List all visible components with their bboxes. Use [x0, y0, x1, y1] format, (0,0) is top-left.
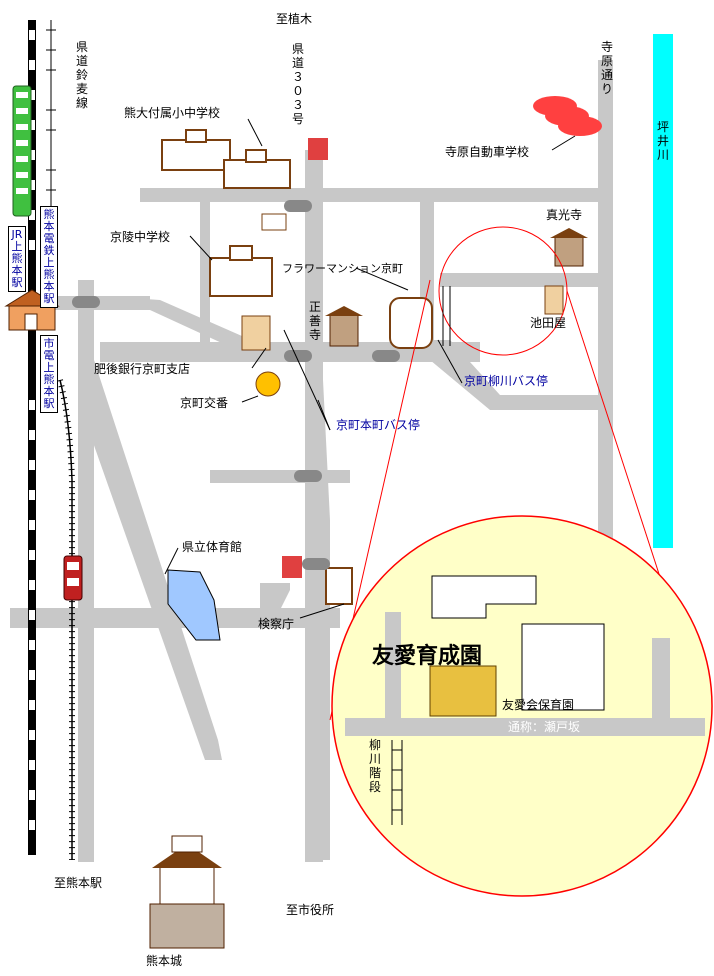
label-higo-bank: 肥後銀行京町支店 [94, 362, 191, 376]
steps-icon [391, 740, 403, 825]
label-prosecutors: 検察庁 [258, 617, 295, 631]
flower-mansion-icon [389, 297, 433, 349]
inset-building-1 [431, 575, 537, 619]
inset-title: 友愛育成園 [372, 644, 483, 669]
label-flower-mansion: フラワーマンション京町 [282, 262, 403, 275]
koban-icon [255, 371, 281, 397]
road-label-terahara: 寺原通り [600, 40, 613, 96]
shop-icon [261, 213, 287, 231]
keiryo-school-icon [209, 245, 273, 297]
direction-south-left: 至熊本駅 [54, 876, 103, 890]
inset-road-label: 通称：瀬戸坂 [508, 720, 581, 734]
gymnasium-icon [167, 569, 221, 641]
direction-north: 至植木 [276, 12, 313, 26]
label-honmachi-bus: 京町本町バス停 [336, 418, 421, 432]
jr-station-sign: JR上熊本駅 [8, 226, 26, 292]
label-keiryo-jhs: 京陵中学校 [110, 230, 171, 244]
kumadai-school-icon [161, 129, 291, 189]
inset-roads [345, 612, 705, 736]
shinkoji-temple-icon [550, 228, 588, 267]
inset-steps-label: 柳川階段 [368, 738, 381, 794]
direction-south: 至市役所 [286, 903, 335, 917]
tram-station-sign: 市電上熊本駅 [40, 335, 58, 413]
label-ikedaya: 池田屋 [530, 316, 567, 330]
higo-bank-icon [241, 315, 271, 351]
label-shinkoji: 真光寺 [546, 208, 583, 222]
inset-building-2 [521, 623, 605, 711]
car-icons [533, 96, 602, 136]
prosecutors-office-icon [325, 567, 353, 605]
label-koban: 京町交番 [180, 396, 229, 410]
label-driving-school: 寺原自動車学校 [445, 145, 530, 159]
inset-nursery-label: 友愛会保育園 [502, 698, 575, 712]
nursery-photo [429, 665, 497, 717]
label-kumadai-school: 熊大付属小中学校 [124, 106, 221, 120]
castle-icon [149, 835, 225, 949]
dentetsu-station-sign: 熊本電鉄上熊本駅 [40, 206, 58, 308]
green-train-icon [12, 85, 32, 217]
red-tram-icon [63, 555, 83, 601]
ikedaya-icon [544, 285, 564, 315]
river-label: 坪井川 [656, 120, 669, 162]
label-gymnasium: 県立体育館 [182, 540, 243, 554]
post-office-icon [282, 138, 328, 578]
tsuboi-river [653, 34, 673, 548]
road-label-suzumugi: 県道鈴麦線 [75, 40, 88, 110]
shozenji-temple-icon [325, 306, 363, 347]
label-castle: 熊本城 [146, 954, 183, 968]
label-shozenji: 正善寺 [308, 300, 321, 342]
label-yanagawa-bus: 京町柳川バス停 [464, 374, 549, 388]
railway [28, 20, 75, 860]
road-label-303: 県道３０３号 [291, 42, 304, 126]
traffic-light-icons [72, 200, 400, 570]
